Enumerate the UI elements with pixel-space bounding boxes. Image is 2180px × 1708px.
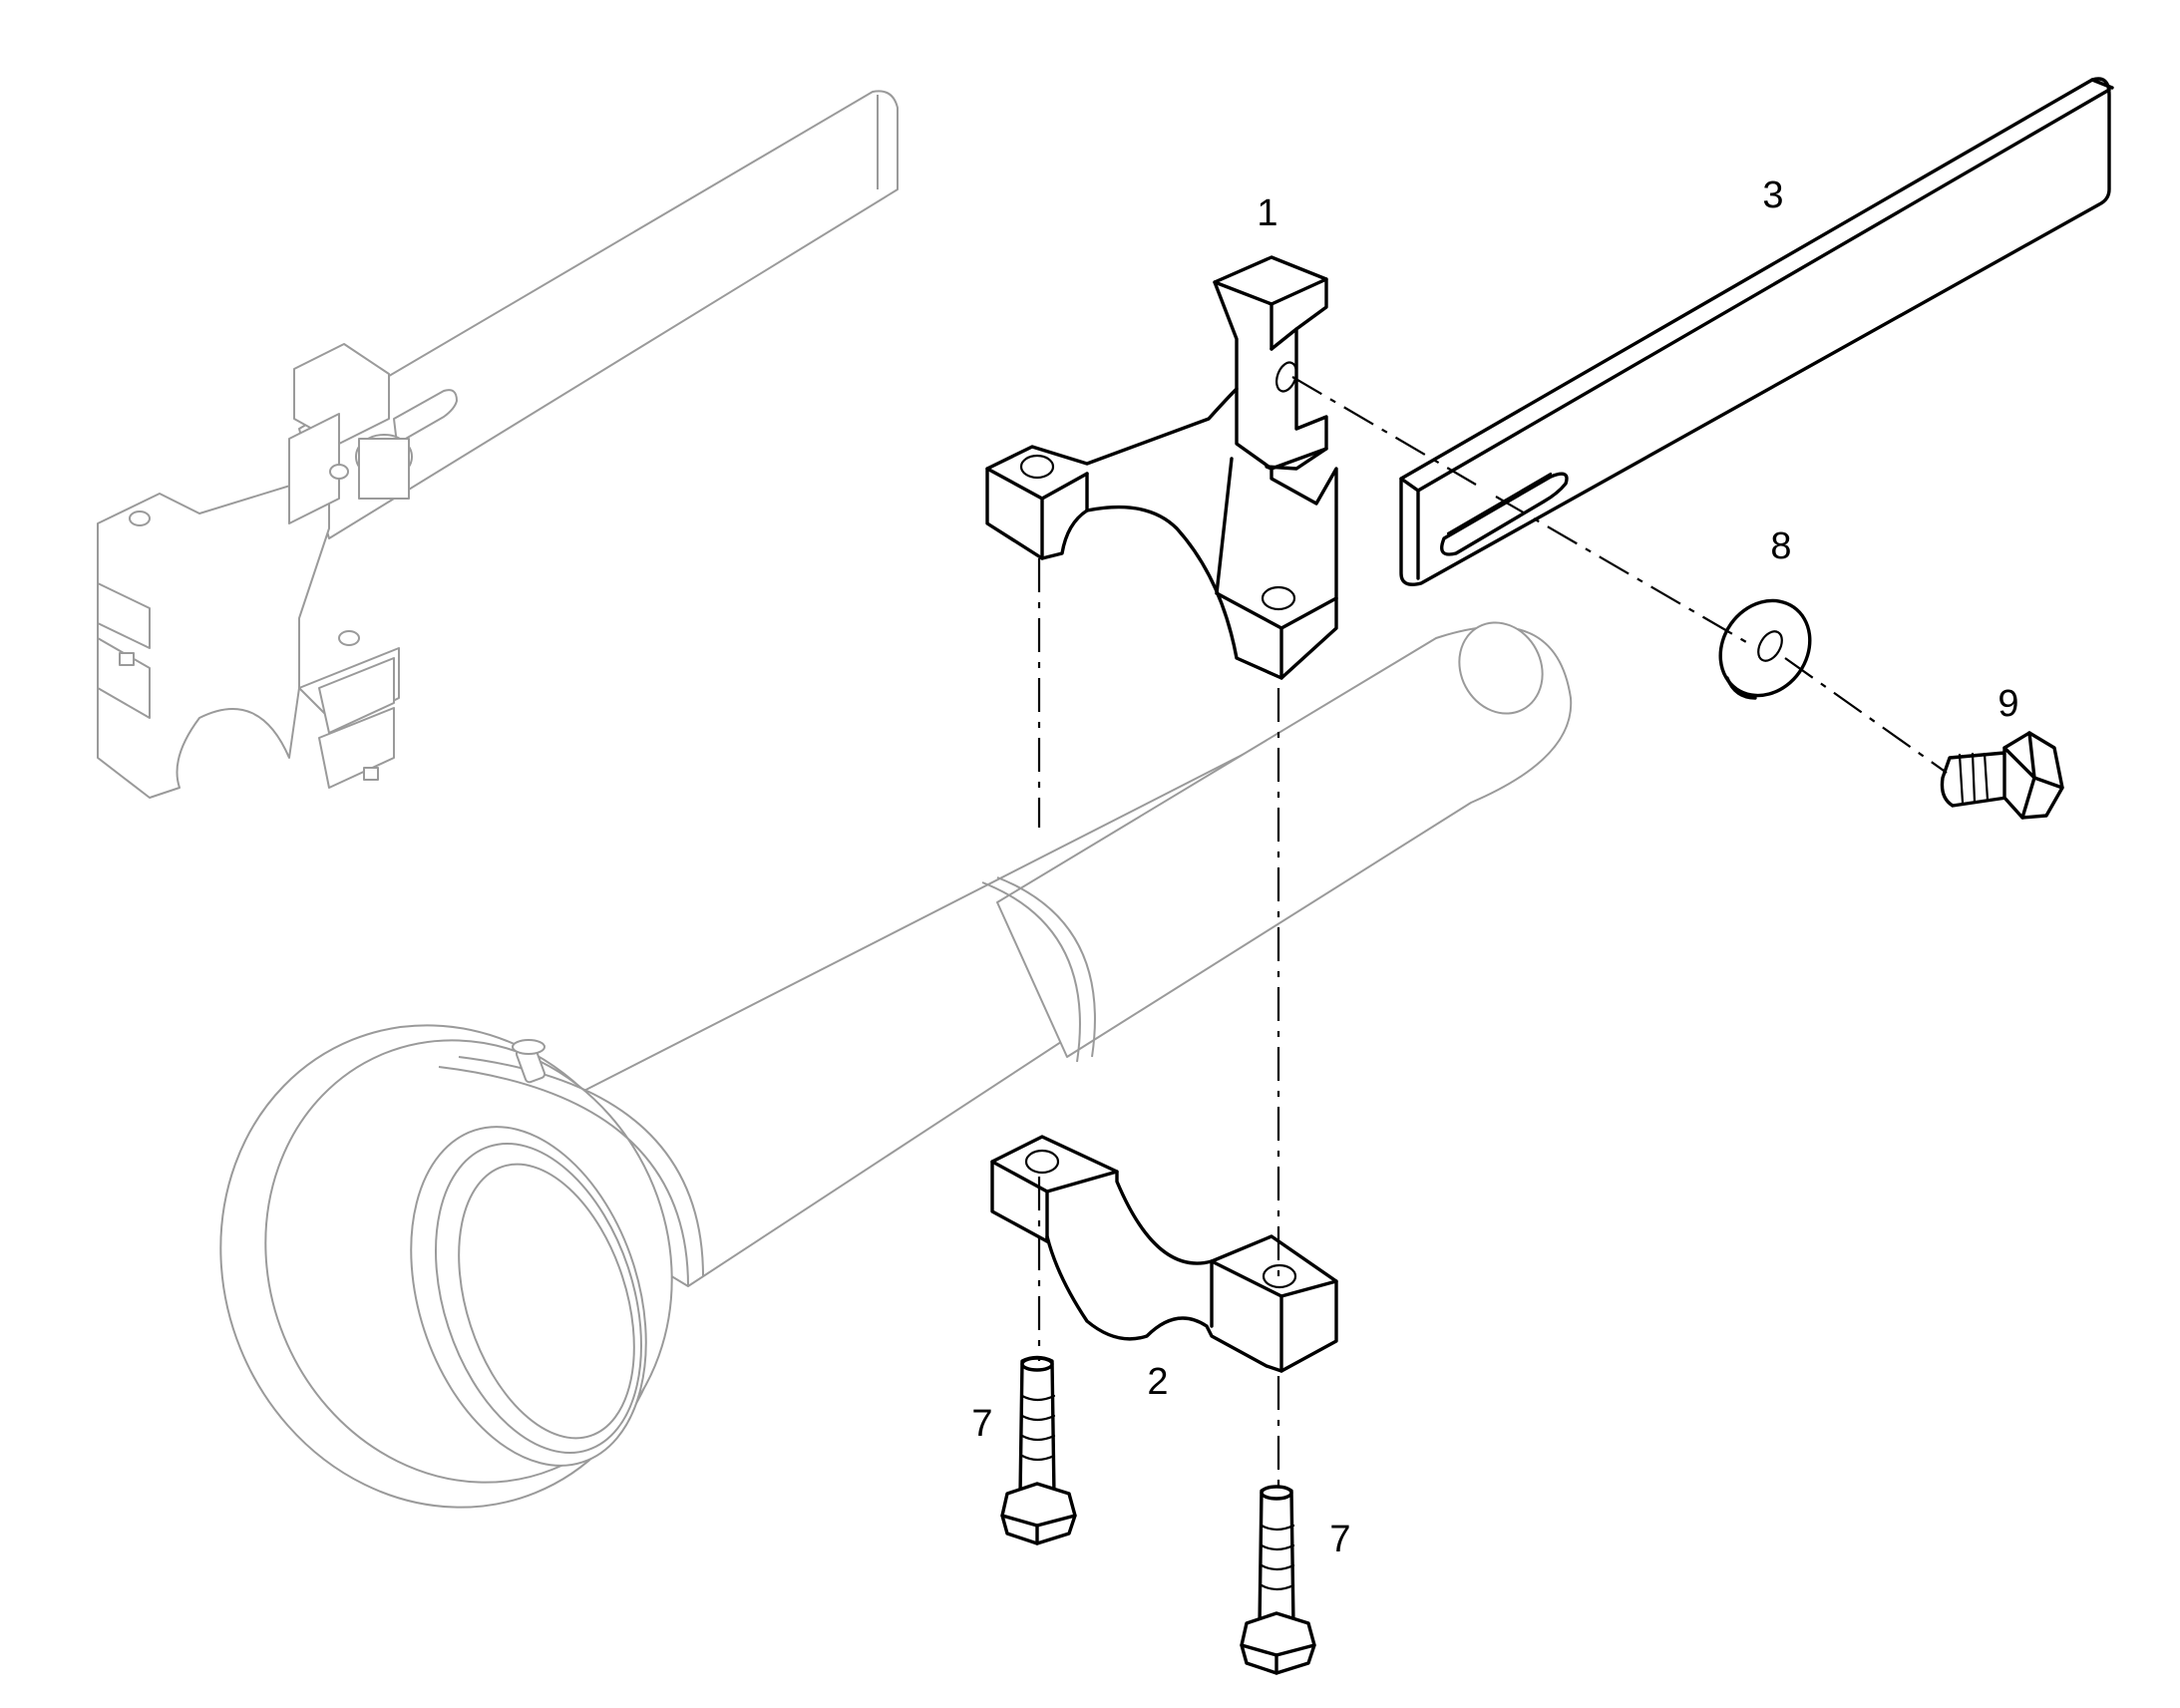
assembled-bracket-context <box>97 90 899 799</box>
callout-7-left: 7 <box>971 1403 992 1445</box>
callout-1: 1 <box>1257 192 1277 234</box>
hydraulic-cylinder-context <box>219 621 1573 1509</box>
washer-part <box>1718 598 1812 700</box>
lower-bracket-part <box>990 1135 1338 1373</box>
callout-2: 2 <box>1147 1361 1168 1403</box>
callout-9: 9 <box>1998 683 2018 725</box>
assembly-center-lines <box>1037 376 1948 1491</box>
upper-bracket-part <box>985 255 1338 680</box>
hex-bolt-side-part <box>1940 731 2064 820</box>
slotted-bar-part <box>1399 77 2114 586</box>
bolt-part-b <box>1240 1485 1316 1675</box>
bolt-part-a <box>1000 1355 1077 1545</box>
callout-7-right: 7 <box>1329 1519 1350 1560</box>
callout-3: 3 <box>1762 174 1783 216</box>
callout-8: 8 <box>1770 525 1791 567</box>
